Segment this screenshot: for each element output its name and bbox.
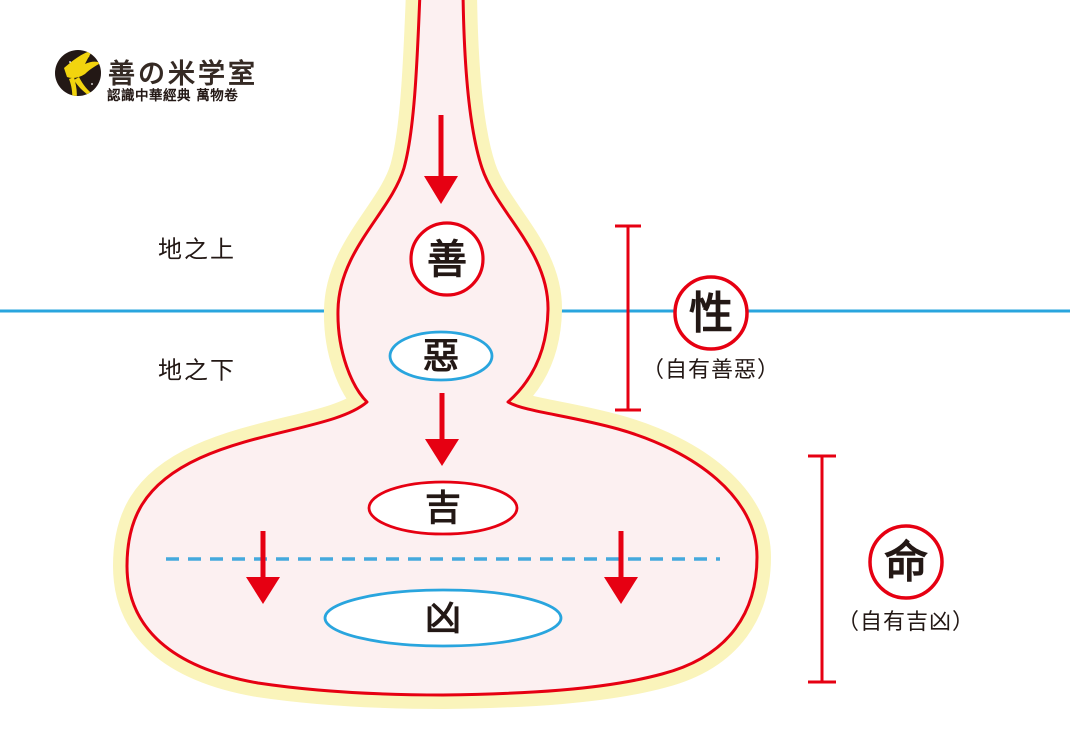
nature-caption: （自有善惡） [641, 358, 781, 383]
inauspicious-node-label: 凶 [424, 598, 462, 639]
measure-line-nature [615, 224, 641, 412]
auspicious-node-label: 吉 [424, 488, 462, 529]
measure-line-fate [808, 454, 836, 684]
fate-node-circle [868, 524, 944, 600]
evil-node-ellipse [388, 330, 494, 382]
down-arrow-middle [425, 393, 459, 466]
inauspicious-node-ellipse [323, 588, 563, 648]
down-arrow-right [604, 531, 638, 604]
logo-subtitle: 認識中華經典 萬物卷 [107, 88, 239, 104]
down-arrow-top [424, 115, 458, 204]
nature-node-label: 性 [689, 288, 733, 339]
down-arrow-left [246, 531, 280, 604]
region-label-below-ground: 地之下 [158, 356, 236, 385]
logo-title: 善の米学室 [108, 59, 258, 90]
fate-caption: （自有吉凶） [836, 610, 976, 635]
good-node-label: 善 [427, 237, 467, 283]
region-label-above-ground: 地之上 [158, 235, 236, 264]
auspicious-node-ellipse [367, 480, 519, 536]
evil-node-label: 惡 [422, 336, 460, 377]
nature-node-circle [673, 275, 749, 351]
bird-icon [64, 50, 101, 96]
fate-node-label: 命 [884, 537, 928, 588]
logo-mark [55, 50, 101, 96]
good-node-circle [409, 221, 485, 297]
